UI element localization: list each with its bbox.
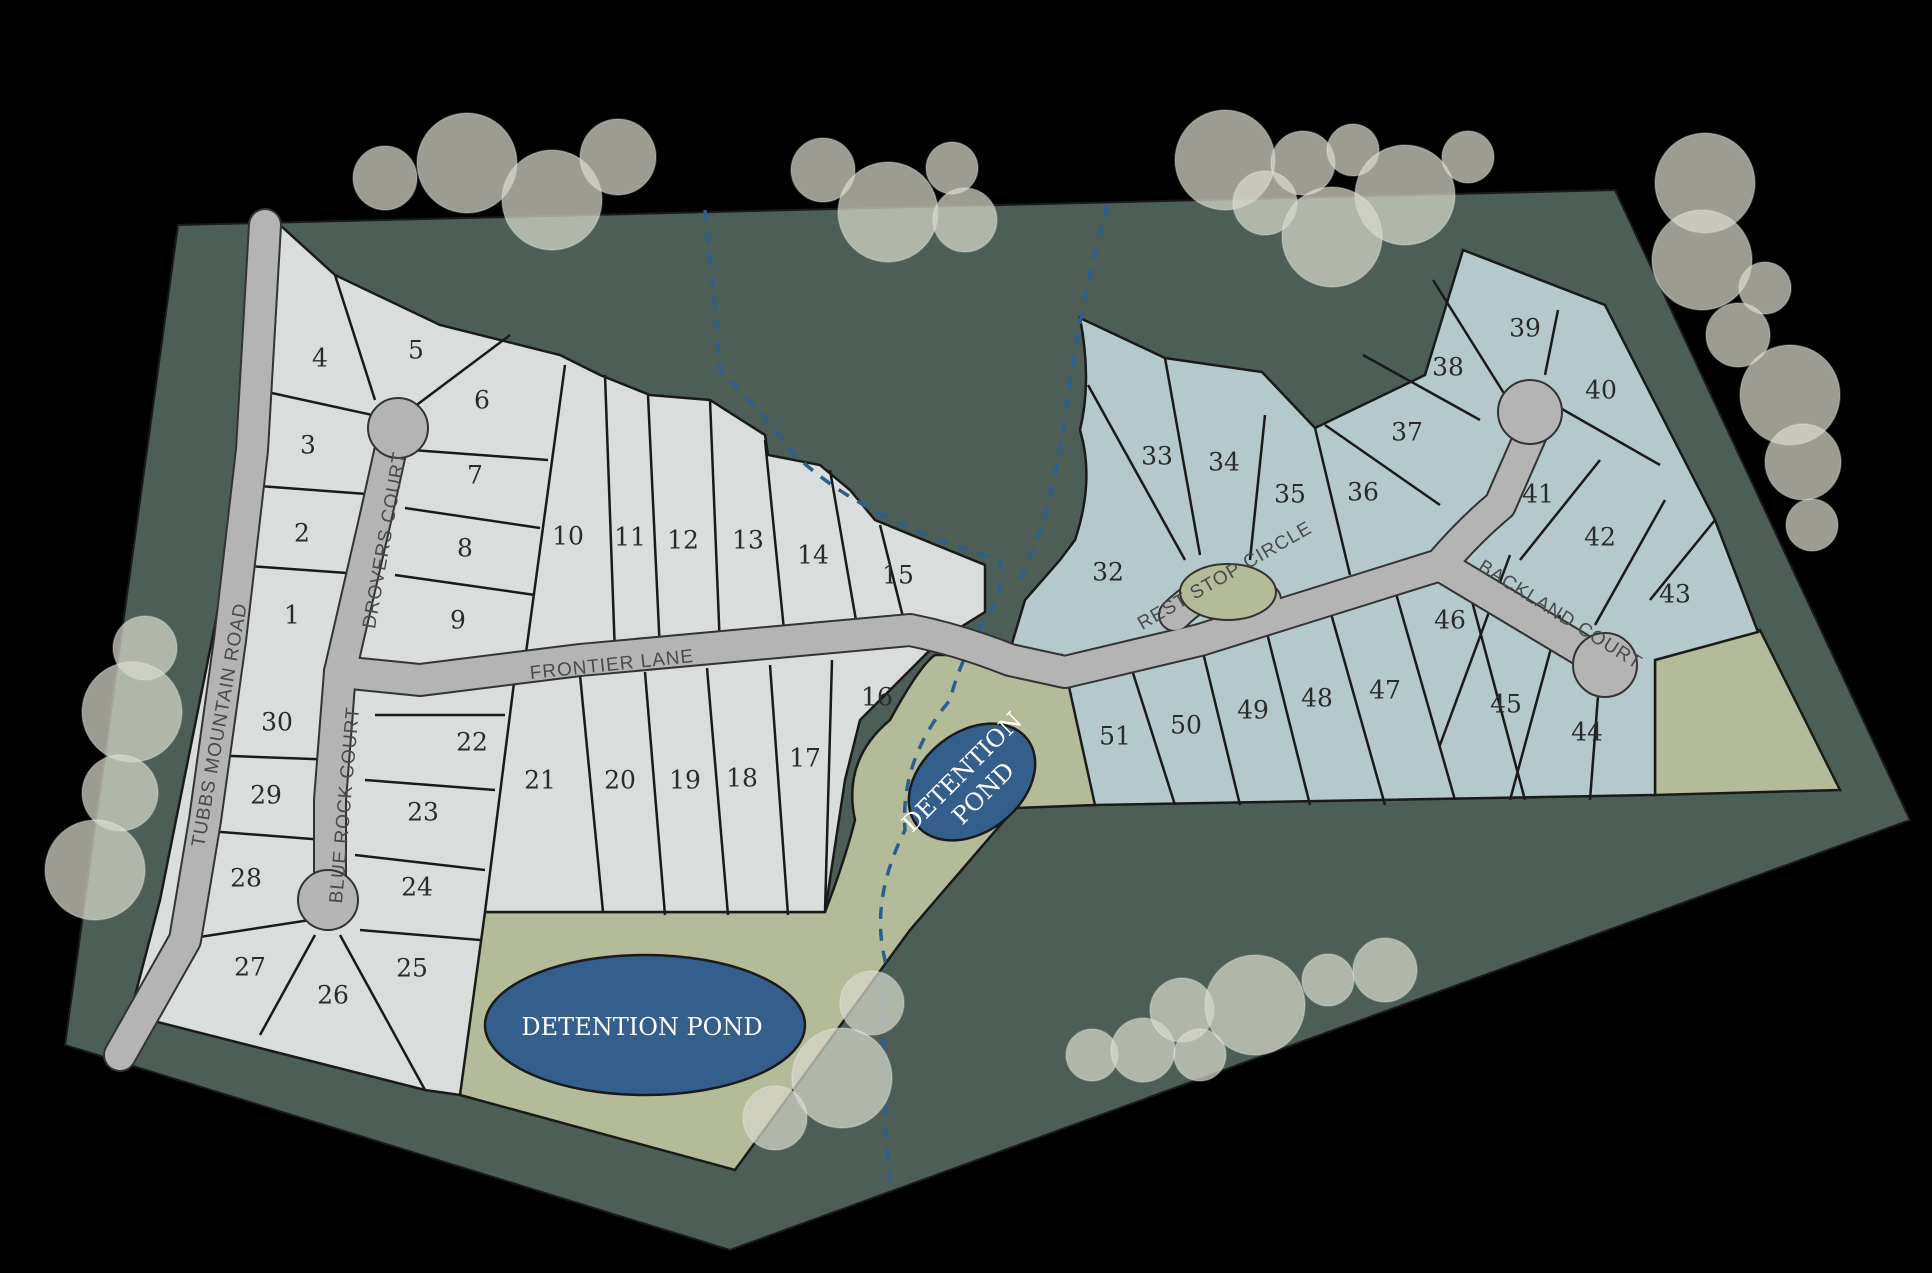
west-lot-lines — [179, 274, 907, 1091]
lot-38: 38 — [1432, 353, 1464, 382]
lot-45: 45 — [1490, 690, 1522, 719]
lot-7: 7 — [467, 461, 483, 490]
cul-de-sacs — [297, 379, 1638, 931]
lot-48: 48 — [1301, 684, 1333, 713]
lot-46: 46 — [1434, 606, 1466, 635]
lot-13: 13 — [732, 526, 764, 555]
tree-icon — [1764, 423, 1842, 501]
lot-20: 20 — [604, 766, 636, 795]
lot-26: 26 — [317, 981, 349, 1010]
lot-9: 9 — [450, 606, 466, 635]
lot-19: 19 — [669, 766, 701, 795]
tree-icon — [1281, 186, 1383, 288]
tree-icon — [1301, 953, 1355, 1007]
lot-30: 30 — [261, 708, 293, 737]
lot-8: 8 — [457, 534, 473, 563]
frontier-lane — [325, 410, 1550, 695]
tree-icon — [839, 970, 905, 1036]
lot-17: 17 — [789, 744, 821, 773]
drovers-court — [325, 415, 410, 687]
tree-icon — [81, 661, 183, 763]
tree-icon — [1738, 261, 1792, 315]
lot-49: 49 — [1237, 696, 1269, 725]
lot-3: 3 — [300, 431, 316, 460]
rest-stop-island — [1179, 563, 1277, 621]
tree-icon — [501, 149, 603, 251]
tree-icon — [1326, 123, 1380, 177]
lot-51: 51 — [1099, 722, 1131, 751]
lot-12: 12 — [667, 526, 699, 555]
lot-50: 50 — [1170, 711, 1202, 740]
blue-rock-court — [315, 657, 355, 915]
lot-15: 15 — [882, 561, 914, 590]
lot-6: 6 — [474, 386, 490, 415]
lot-28: 28 — [230, 864, 262, 893]
tree-canopy — [44, 109, 1842, 1151]
creeks — [703, 204, 1110, 1191]
lot-37: 37 — [1391, 418, 1423, 447]
lot-43: 43 — [1659, 580, 1691, 609]
lot-1: 1 — [284, 601, 300, 630]
lot-47: 47 — [1369, 676, 1401, 705]
tree-icon — [837, 161, 939, 263]
lot-23: 23 — [407, 798, 439, 827]
tree-icon — [925, 141, 979, 195]
lot-numbers: 1 2 3 4 5 6 7 8 9 10 11 12 13 14 15 16 1… — [230, 314, 1691, 1010]
lot-4: 4 — [312, 344, 328, 373]
tree-icon — [1705, 302, 1771, 368]
lot-27: 27 — [234, 953, 266, 982]
tree-icon — [1173, 1028, 1227, 1082]
tree-icon — [790, 137, 856, 203]
lot-2: 2 — [294, 519, 310, 548]
east-detention-pond — [907, 722, 1037, 842]
lot-14: 14 — [797, 541, 829, 570]
tree-icon — [1651, 209, 1753, 311]
backland-court — [1425, 550, 1605, 670]
lot-34: 34 — [1208, 448, 1240, 477]
lot-32: 32 — [1092, 558, 1124, 587]
lot-29: 29 — [250, 781, 282, 810]
tree-icon — [791, 1027, 893, 1129]
south-pond-label: DETENTION POND — [521, 1013, 762, 1041]
lot-40: 40 — [1585, 376, 1617, 405]
lot-21: 21 — [524, 766, 556, 795]
lot-24: 24 — [401, 873, 433, 902]
lot-18: 18 — [726, 764, 758, 793]
lot-25: 25 — [396, 954, 428, 983]
lot-44: 44 — [1571, 718, 1603, 747]
tree-icon — [932, 187, 998, 253]
tree-icon — [416, 112, 518, 214]
lot-10: 10 — [552, 522, 584, 551]
tree-icon — [579, 118, 657, 196]
lot-33: 33 — [1141, 442, 1173, 471]
lot-22: 22 — [456, 728, 488, 757]
lot-5: 5 — [408, 336, 424, 365]
lot-36: 36 — [1347, 478, 1379, 507]
tree-icon — [1441, 130, 1495, 184]
lot-41: 41 — [1522, 480, 1554, 509]
tree-icon — [44, 819, 146, 921]
tubbs-mountain-road — [105, 210, 280, 1070]
roads — [103, 208, 1607, 1072]
tree-icon — [742, 1085, 808, 1151]
tree-icon — [1065, 1028, 1119, 1082]
tree-icon — [352, 145, 418, 211]
lot-11: 11 — [614, 523, 646, 552]
lot-35: 35 — [1274, 480, 1306, 509]
lot-42: 42 — [1584, 523, 1616, 552]
tree-icon — [1204, 954, 1306, 1056]
tree-icon — [1352, 937, 1418, 1003]
lot-39: 39 — [1509, 314, 1541, 343]
south-detention-pond — [483, 953, 807, 1097]
tree-icon — [1785, 498, 1839, 552]
lot-16: 16 — [861, 683, 893, 712]
